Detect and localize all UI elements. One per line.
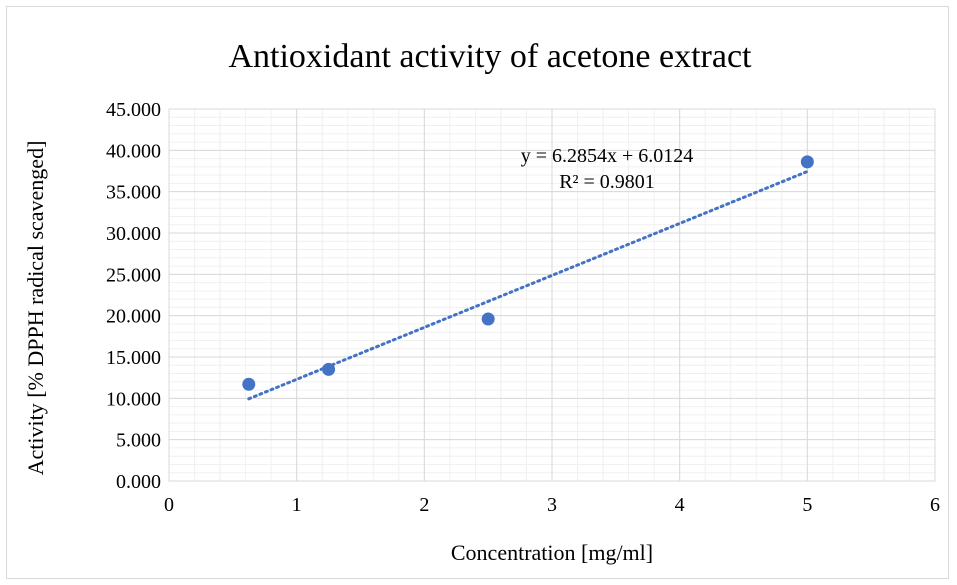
x-axis-label: Concentration [mg/ml] [451, 540, 653, 565]
x-tick-label: 2 [419, 494, 429, 516]
y-tick-label: 5.000 [116, 430, 161, 452]
y-tick-label: 15.000 [106, 347, 161, 369]
data-point [481, 312, 495, 326]
data-points [242, 155, 814, 391]
data-point [800, 155, 814, 169]
y-tick-label: 35.000 [106, 182, 161, 204]
y-tick-label: 45.000 [106, 99, 161, 121]
x-tick-label: 6 [930, 494, 940, 516]
trendline-equation: y = 6.2854x + 6.0124 [521, 145, 694, 167]
y-tick-label: 0.000 [116, 471, 161, 493]
trendline [247, 170, 809, 401]
y-tick-label: 20.000 [106, 306, 161, 328]
y-tick-labels: 0.000 5.000 10.000 15.000 20.000 25.000 30.000… [106, 99, 161, 493]
y-axis-label: Activity [% DPPH radical scavenged] [23, 141, 48, 476]
x-tick-labels: 0 1 2 3 4 5 6 [164, 494, 940, 516]
x-tick-label: 4 [675, 494, 685, 516]
chart-frame: Antioxidant activity of acetone extract … [6, 6, 949, 579]
x-tick-label: 3 [547, 494, 557, 516]
y-tick-label: 25.000 [106, 264, 161, 286]
scatter-chart: Antioxidant activity of acetone extract … [23, 38, 940, 565]
x-tick-label: 5 [802, 494, 812, 516]
y-tick-label: 40.000 [106, 140, 161, 162]
y-tick-label: 10.000 [106, 388, 161, 410]
chart-title: Antioxidant activity of acetone extract [228, 38, 752, 75]
data-point [322, 362, 336, 376]
x-tick-label: 1 [292, 494, 302, 516]
major-grid [168, 108, 936, 482]
x-tick-label: 0 [164, 494, 174, 516]
trendline-layer [247, 170, 809, 401]
y-tick-label: 30.000 [106, 223, 161, 245]
trendline-r-squared: R² = 0.9801 [559, 171, 655, 193]
data-point [242, 377, 256, 391]
